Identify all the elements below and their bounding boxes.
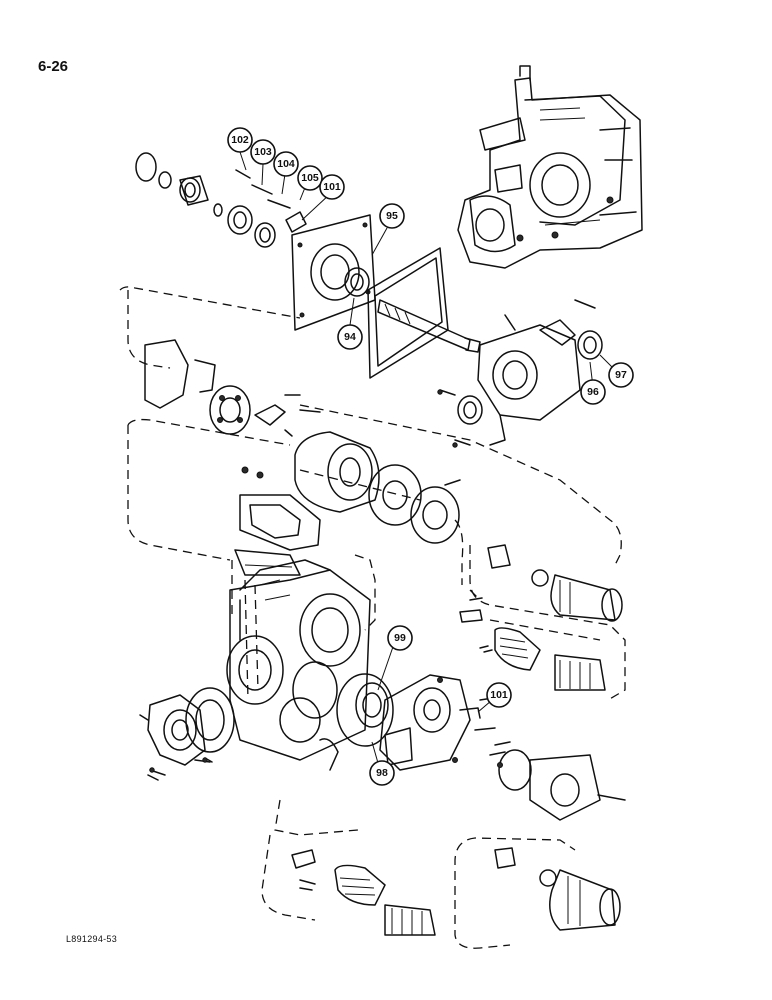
group-outlines [119, 286, 626, 949]
svg-text:99: 99 [394, 632, 406, 644]
svg-text:101: 101 [490, 689, 508, 701]
bolts [149, 389, 494, 776]
callout-99: 99 [387, 625, 413, 651]
page-number: 6-26 [38, 58, 69, 75]
control-valve [234, 466, 321, 576]
svg-text:95: 95 [386, 210, 398, 222]
callout-97: 97 [608, 362, 634, 388]
cover-plate [291, 214, 449, 379]
callout-96: 96 [580, 379, 606, 405]
callout-95: 95 [379, 203, 405, 229]
pressure-compensator [489, 741, 626, 821]
seal-group-top [135, 152, 307, 248]
callout-101-lower: 101 [486, 682, 512, 708]
compensator-lower [494, 847, 621, 931]
svg-text:96: 96 [587, 386, 599, 398]
svg-text:103: 103 [254, 146, 272, 158]
svg-text:94: 94 [344, 331, 356, 343]
callout-98: 98 [369, 760, 395, 786]
svg-text:97: 97 [615, 369, 627, 381]
callout-101-upper: 101 [319, 174, 345, 200]
spring-assembly-lower [291, 849, 436, 936]
swashplate-housing [439, 299, 603, 446]
assembled-pump [457, 65, 643, 269]
svg-text:105: 105 [301, 172, 319, 184]
end-housing [379, 674, 496, 771]
end-cover-left [139, 687, 235, 781]
spring-assembly-upper [459, 609, 606, 691]
callout-104: 104 [273, 151, 299, 177]
svg-text:98: 98 [376, 767, 388, 779]
callout-105: 105 [297, 165, 323, 191]
swash-plate-left [144, 339, 321, 437]
callout-103: 103 [250, 139, 276, 165]
callout-94: 94 [337, 324, 363, 350]
callout-102: 102 [227, 127, 253, 153]
valve-plate-99 [319, 673, 394, 771]
leader-lines [239, 151, 619, 771]
figure-code: L891294-53 [66, 934, 118, 944]
svg-text:102: 102 [231, 134, 249, 146]
svg-text:101: 101 [323, 181, 341, 193]
pump-housing [226, 559, 371, 761]
svg-text:104: 104 [277, 158, 295, 170]
cylinder-block [294, 431, 460, 544]
compensator-upper [487, 544, 623, 622]
drive-shaft [377, 299, 481, 353]
